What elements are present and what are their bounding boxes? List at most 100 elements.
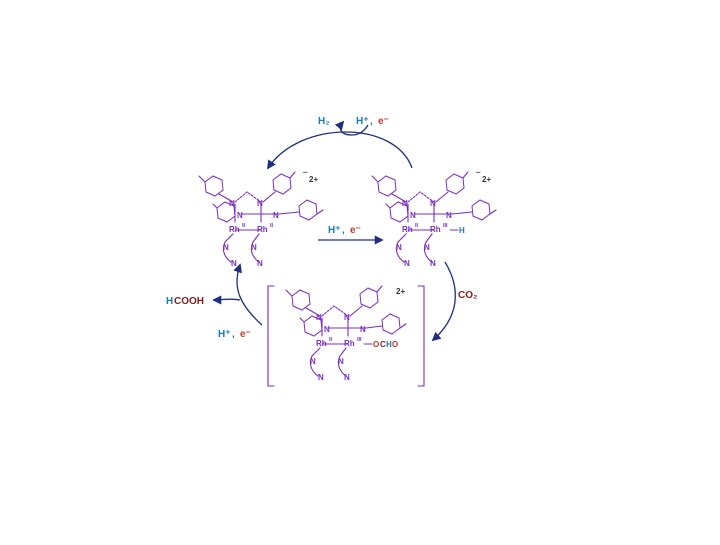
methyl-bond <box>399 323 407 329</box>
arrow-hplus-curl <box>351 124 369 136</box>
rh-oxidation-state: III <box>357 337 362 343</box>
atom-n: N <box>223 243 229 252</box>
methyl-bond <box>212 203 218 209</box>
methyl-bond <box>489 209 497 215</box>
label-hcooh-h: H <box>166 296 173 307</box>
atom-n: N <box>257 259 263 268</box>
methyl-bond <box>316 209 324 215</box>
atom-n: N <box>402 199 408 208</box>
bond <box>218 193 234 203</box>
arrow-top-arc <box>266 131 413 170</box>
cycle-arrows <box>212 120 456 342</box>
formate-h: H <box>386 340 392 349</box>
complex-bottom: N N N N N N N N Rh II Rh III O C H O 2+ <box>267 285 425 387</box>
formate-o: O <box>373 340 379 349</box>
charge-label: 2+ <box>482 175 491 184</box>
bond <box>222 233 234 263</box>
formate-o2: O <box>392 340 398 349</box>
tolyl-ring <box>471 199 491 221</box>
arrow-hcooh-curl <box>212 295 241 305</box>
atom-n: N <box>251 243 257 252</box>
atom-n: N <box>310 357 316 366</box>
atom-n: N <box>338 357 344 366</box>
tolyl-ring <box>298 199 318 221</box>
bond <box>451 211 473 215</box>
bond <box>262 191 276 203</box>
bond <box>395 233 407 263</box>
methyl-bond <box>198 175 206 183</box>
rh-oxidation-state: III <box>443 223 448 229</box>
atom-n: N <box>273 211 279 220</box>
rh-oxidation-state: II <box>415 223 419 229</box>
label-mid-electron: e⁻ <box>350 225 361 236</box>
label-left-sep: , <box>232 329 235 340</box>
hydride-label: H <box>459 226 465 235</box>
bond <box>321 305 349 317</box>
bond <box>337 347 347 377</box>
label-h2: H₂ <box>318 116 330 127</box>
atom-n: N <box>316 313 322 322</box>
bond <box>250 233 260 263</box>
bracket-left <box>267 285 275 387</box>
atom-n: N <box>231 259 237 268</box>
atom-n: N <box>324 325 330 334</box>
tolyl-ring <box>291 289 311 311</box>
atom-rh: Rh <box>316 339 327 348</box>
atom-rh: Rh <box>257 225 268 234</box>
charge-bracket: ⏤ <box>475 170 481 176</box>
atom-n: N <box>360 325 366 334</box>
bond <box>234 191 262 203</box>
tolyl-ring <box>377 175 397 197</box>
bond <box>423 233 433 263</box>
label-hcooh-rest: COOH <box>174 296 204 307</box>
bond <box>407 191 435 203</box>
charge-label: 2+ <box>309 175 318 184</box>
methyl-bond <box>371 175 379 183</box>
atom-n: N <box>410 211 416 220</box>
methyl-bond <box>299 317 305 323</box>
atom-n: N <box>446 211 452 220</box>
atom-rh: Rh <box>402 225 413 234</box>
atom-n: N <box>344 373 350 382</box>
atom-n: N <box>237 211 243 220</box>
methyl-bond <box>285 289 293 297</box>
atom-n: N <box>229 199 235 208</box>
atom-n: N <box>257 199 263 208</box>
bracket-right <box>417 285 425 387</box>
tolyl-ring <box>272 173 292 195</box>
bond <box>391 193 407 203</box>
bond <box>349 305 363 317</box>
charge-label: 2+ <box>396 287 405 296</box>
methyl-bond <box>376 285 383 293</box>
atom-rh: Rh <box>430 225 441 234</box>
tolyl-ring <box>359 287 379 309</box>
label-top-electron: e⁻ <box>378 116 389 127</box>
tolyl-ring <box>204 175 224 197</box>
label-co2: CO₂ <box>458 290 477 301</box>
formate-c: C <box>380 340 386 349</box>
atom-n: N <box>318 373 324 382</box>
complex-left: N N N N N N N N Rh II Rh II ⏤ 2+ <box>198 170 324 268</box>
bond <box>435 191 449 203</box>
label-left-electron: e⁻ <box>240 329 251 340</box>
atom-rh: Rh <box>344 339 355 348</box>
tolyl-ring <box>381 313 401 335</box>
atom-n: N <box>430 259 436 268</box>
label-top-hplus: H⁺ <box>356 116 369 127</box>
charge-bracket: ⏤ <box>302 170 308 176</box>
atom-n: N <box>424 243 430 252</box>
arrow-right-arc <box>431 261 456 342</box>
atom-rh: Rh <box>229 225 240 234</box>
atom-n: N <box>404 259 410 268</box>
bond <box>305 307 321 317</box>
tolyl-ring <box>445 173 465 195</box>
atom-n: N <box>430 199 436 208</box>
rh-oxidation-state: II <box>242 223 246 229</box>
label-mid-hplus: H⁺ <box>328 225 341 236</box>
bond <box>278 211 300 215</box>
atom-n: N <box>396 243 402 252</box>
reagent-labels: H₂ H⁺ , e⁻ H⁺ , e⁻ CO₂ H COOH H⁺ , e⁻ <box>166 116 477 340</box>
complex-right: N N N N N N N N Rh II Rh III H ⏤ 2+ <box>371 170 497 268</box>
